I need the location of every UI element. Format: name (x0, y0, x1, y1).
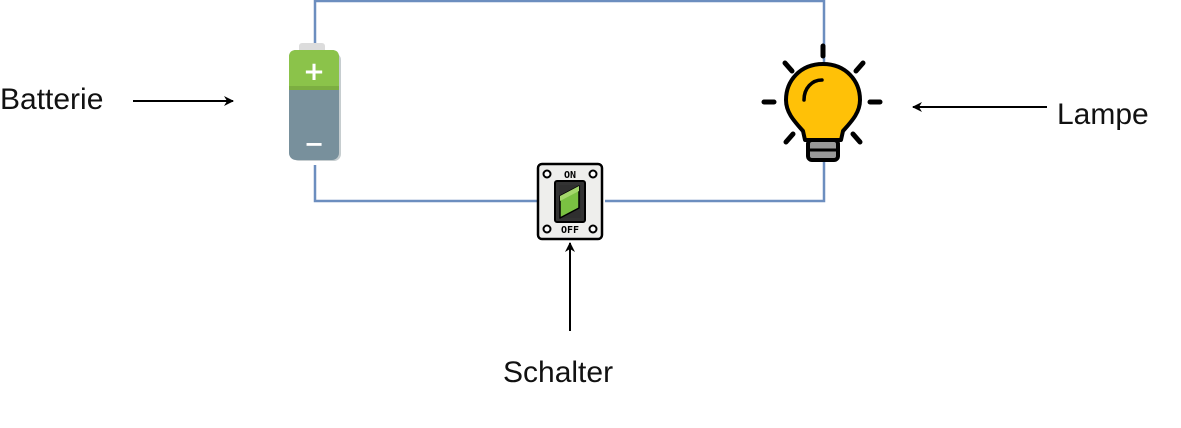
circuit-wires (313, 0, 826, 203)
switch-label: Schalter (503, 356, 614, 389)
on-off-switch-icon: ON OFF (536, 162, 604, 241)
wire-left-bottom (313, 165, 538, 203)
light-rays (761, 43, 883, 145)
lamp-label: Lampe (1057, 98, 1149, 131)
annotation-arrows (133, 96, 1047, 331)
battery-plus-sign: + (303, 57, 325, 87)
light-bulb-icon (761, 43, 883, 162)
switch-on-label: ON (564, 170, 576, 181)
battery-label: Batterie (0, 83, 104, 116)
wire-top (313, 0, 826, 68)
wire-right-bottom (605, 160, 826, 203)
battery-minus-sign: − (304, 130, 324, 158)
battery-icon: + − (289, 43, 341, 161)
switch-off-label: OFF (561, 225, 579, 236)
